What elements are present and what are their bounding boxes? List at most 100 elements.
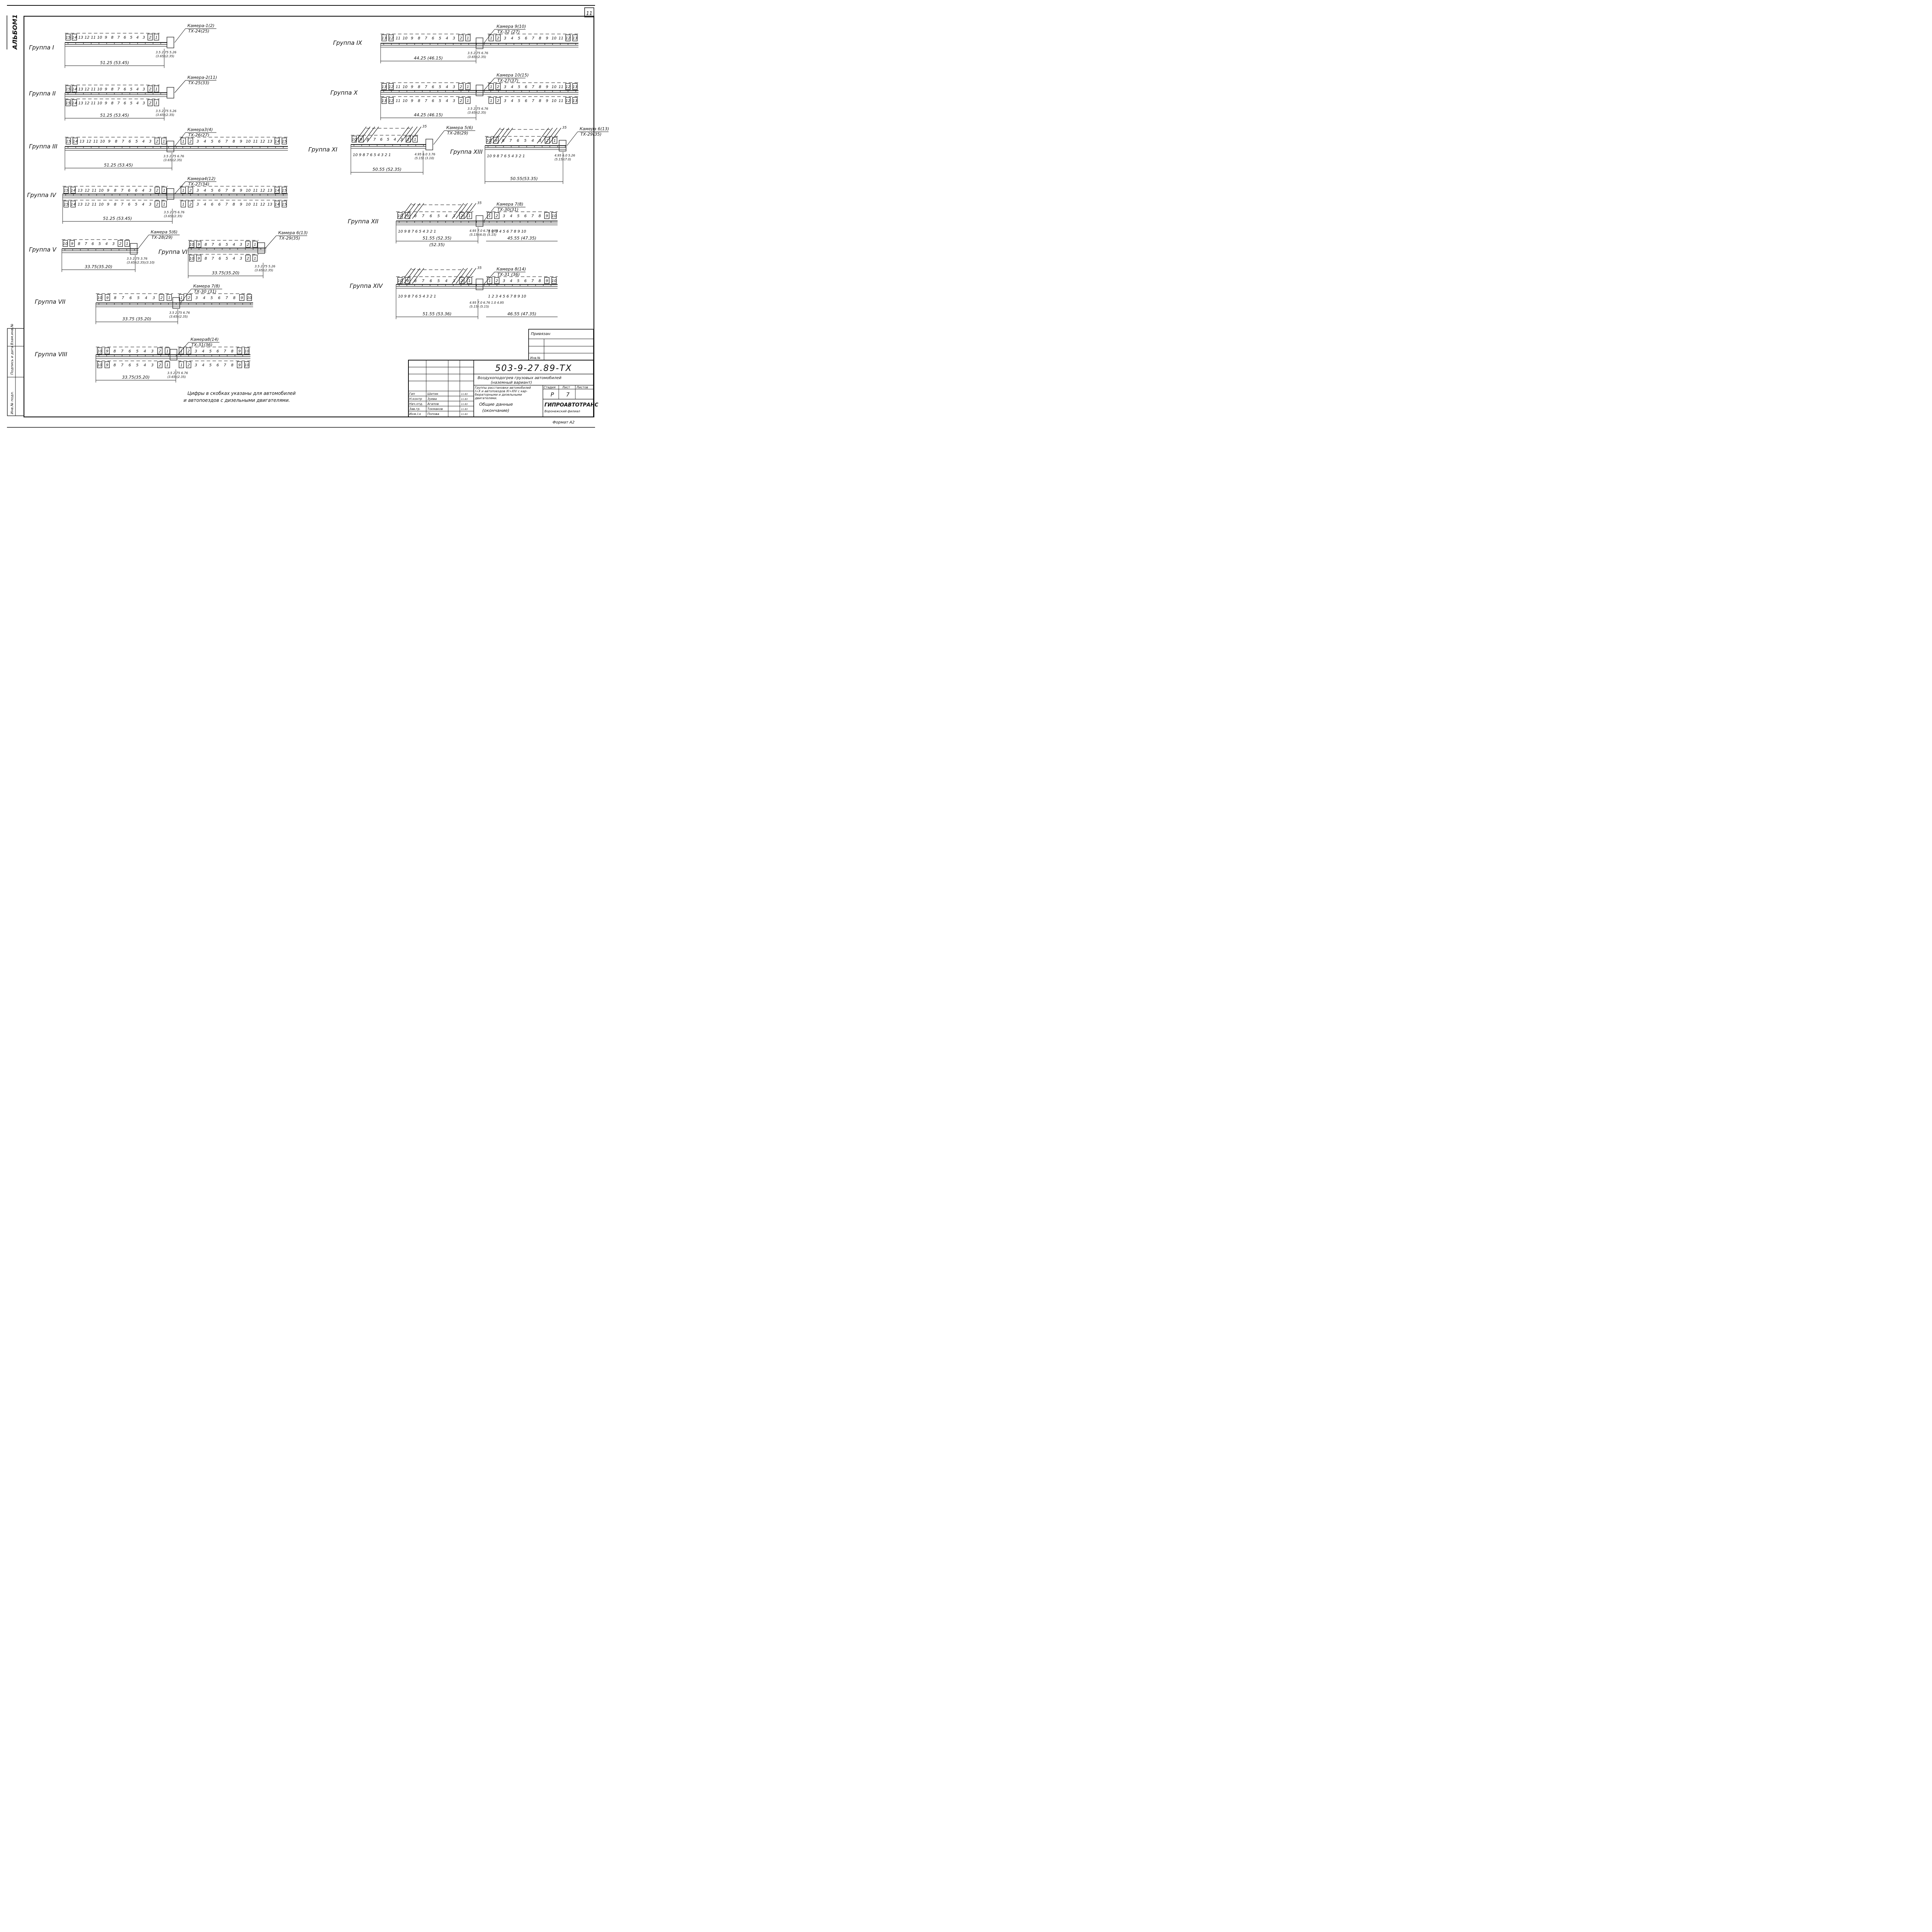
svg-text:15: 15 — [282, 139, 287, 144]
note-line-2: и автопоездов с дизельными двигателями. — [184, 398, 290, 403]
svg-text:1: 1 — [182, 202, 184, 207]
svg-text:(5.15) (3.10): (5.15) (3.10) — [415, 156, 434, 160]
svg-text:5: 5 — [518, 36, 520, 41]
svg-text:6: 6 — [432, 36, 434, 41]
svg-text:7: 7 — [122, 139, 124, 144]
svg-text:10 9 8 7 6 5 4 3 2 1: 10 9 8 7 6 5 4 3 2 1 — [398, 230, 436, 234]
svg-text:12: 12 — [566, 85, 571, 89]
svg-text:(5.15)(7.0): (5.15)(7.0) — [554, 158, 571, 161]
svg-text:9: 9 — [238, 363, 241, 367]
svg-text:12: 12 — [260, 139, 265, 144]
tx-label: ТХ-28(29) — [151, 235, 173, 240]
svg-text:15: 15 — [64, 189, 69, 193]
person-name: Шитик — [427, 392, 439, 396]
group-label: Группа V — [29, 246, 57, 253]
svg-text:13: 13 — [267, 189, 272, 193]
svg-text:7: 7 — [532, 85, 534, 89]
svg-text:11: 11 — [253, 189, 258, 193]
svg-text:1: 1 — [488, 214, 491, 218]
svg-text:5: 5 — [211, 139, 213, 144]
svg-text:(3.65)(2.35): (3.65)(2.35) — [468, 111, 486, 114]
svg-text:9: 9 — [240, 189, 242, 193]
svg-text:4: 4 — [142, 139, 145, 144]
subtitle-1: Группы расстановки автомобилей — [475, 386, 531, 389]
camera-label: Камера 5(6) — [446, 125, 473, 130]
svg-text:10: 10 — [189, 257, 194, 261]
svg-text:5: 5 — [518, 99, 520, 103]
svg-text:1: 1 — [182, 139, 184, 144]
svg-text:2: 2 — [156, 202, 158, 207]
svg-text:5: 5 — [135, 139, 138, 144]
format-label: Формат А2 — [553, 420, 575, 425]
svg-text:10: 10 — [352, 138, 357, 142]
drawing-sheet: 11 АЛЬБОМ1 Инв.№ подл. Подпись и дата Вз… — [7, 5, 609, 428]
total-length: 51.25 (53.45) — [104, 163, 133, 168]
camera-label: Камера3(4) — [187, 127, 213, 132]
svg-text:10 9 8 7 6 5 4 3 2 1: 10 9 8 7 6 5 4 3 2 1 — [398, 294, 436, 299]
svg-text:8: 8 — [114, 296, 116, 300]
svg-text:4: 4 — [142, 189, 144, 193]
frame-border — [23, 15, 595, 418]
svg-text:5: 5 — [135, 202, 137, 207]
svg-text:8: 8 — [539, 279, 541, 283]
svg-text:3: 3 — [195, 363, 197, 367]
person-date: 11.83 — [461, 403, 468, 406]
svg-text:9: 9 — [197, 243, 200, 247]
svg-text:11: 11 — [92, 189, 97, 193]
svg-text:15: 15 — [66, 36, 71, 40]
svg-text:5: 5 — [517, 214, 519, 218]
privyazan-label: Привязан — [531, 332, 551, 336]
svg-text:1: 1 — [254, 243, 256, 247]
group-label: Группа III — [29, 143, 58, 150]
svg-text:14: 14 — [275, 202, 280, 207]
svg-text:1: 1 — [155, 87, 158, 92]
svg-text:6: 6 — [128, 189, 130, 193]
svg-text:6: 6 — [525, 99, 527, 103]
svg-text:13: 13 — [382, 36, 387, 41]
svg-text:7: 7 — [121, 189, 124, 193]
svg-text:7: 7 — [121, 349, 124, 354]
svg-text:(3.65)(2.35)(3.10): (3.65)(2.35)(3.10) — [127, 261, 155, 264]
svg-text:10: 10 — [244, 363, 249, 367]
svg-text:10: 10 — [63, 242, 68, 246]
svg-text:4: 4 — [445, 279, 447, 283]
svg-text:7: 7 — [425, 99, 427, 103]
svg-text:2: 2 — [189, 189, 192, 193]
svg-text:6: 6 — [219, 243, 221, 247]
svg-text:2: 2 — [156, 189, 158, 193]
sheet-value: 7 — [566, 392, 570, 398]
svg-text:9: 9 — [546, 279, 548, 283]
svg-text:2: 2 — [156, 139, 158, 144]
svg-text:3.5 2.75 6.76: 3.5 2.75 6.76 — [468, 51, 488, 55]
svg-text:15: 15 — [66, 139, 71, 144]
person-date: 11.83 — [461, 413, 468, 416]
svg-text:13: 13 — [573, 36, 578, 41]
svg-text:4: 4 — [136, 101, 139, 105]
group-diagram-g13: Группа XIII109876543213510 9 8 7 6 5 4 3… — [450, 126, 609, 184]
svg-text:13: 13 — [382, 85, 387, 89]
svg-text:11: 11 — [92, 202, 97, 207]
person-role: Гип — [409, 392, 415, 396]
svg-text:10: 10 — [99, 189, 104, 193]
person-role: Нач.отд. — [409, 402, 423, 406]
svg-text:5: 5 — [130, 36, 132, 40]
svg-text:8: 8 — [111, 101, 113, 105]
svg-text:8: 8 — [114, 202, 116, 207]
svg-text:1: 1 — [467, 99, 469, 103]
svg-text:10: 10 — [97, 349, 102, 354]
svg-text:14: 14 — [71, 202, 76, 207]
svg-text:2: 2 — [187, 363, 190, 367]
svg-text:11: 11 — [396, 36, 401, 41]
svg-text:3: 3 — [196, 189, 199, 193]
svg-text:2: 2 — [496, 214, 498, 218]
svg-text:6: 6 — [135, 189, 137, 193]
drawing-code: 503-9-27.89-ТХ — [495, 364, 572, 373]
svg-text:9: 9 — [107, 202, 109, 207]
svg-text:5: 5 — [211, 189, 213, 193]
svg-text:7: 7 — [121, 202, 124, 207]
svg-text:9: 9 — [106, 349, 108, 354]
total-length: 33.75(35.20) — [212, 270, 240, 276]
svg-text:2: 2 — [247, 243, 249, 247]
svg-text:11: 11 — [558, 99, 563, 103]
total-length: 33.75 (35.20) — [122, 316, 151, 321]
